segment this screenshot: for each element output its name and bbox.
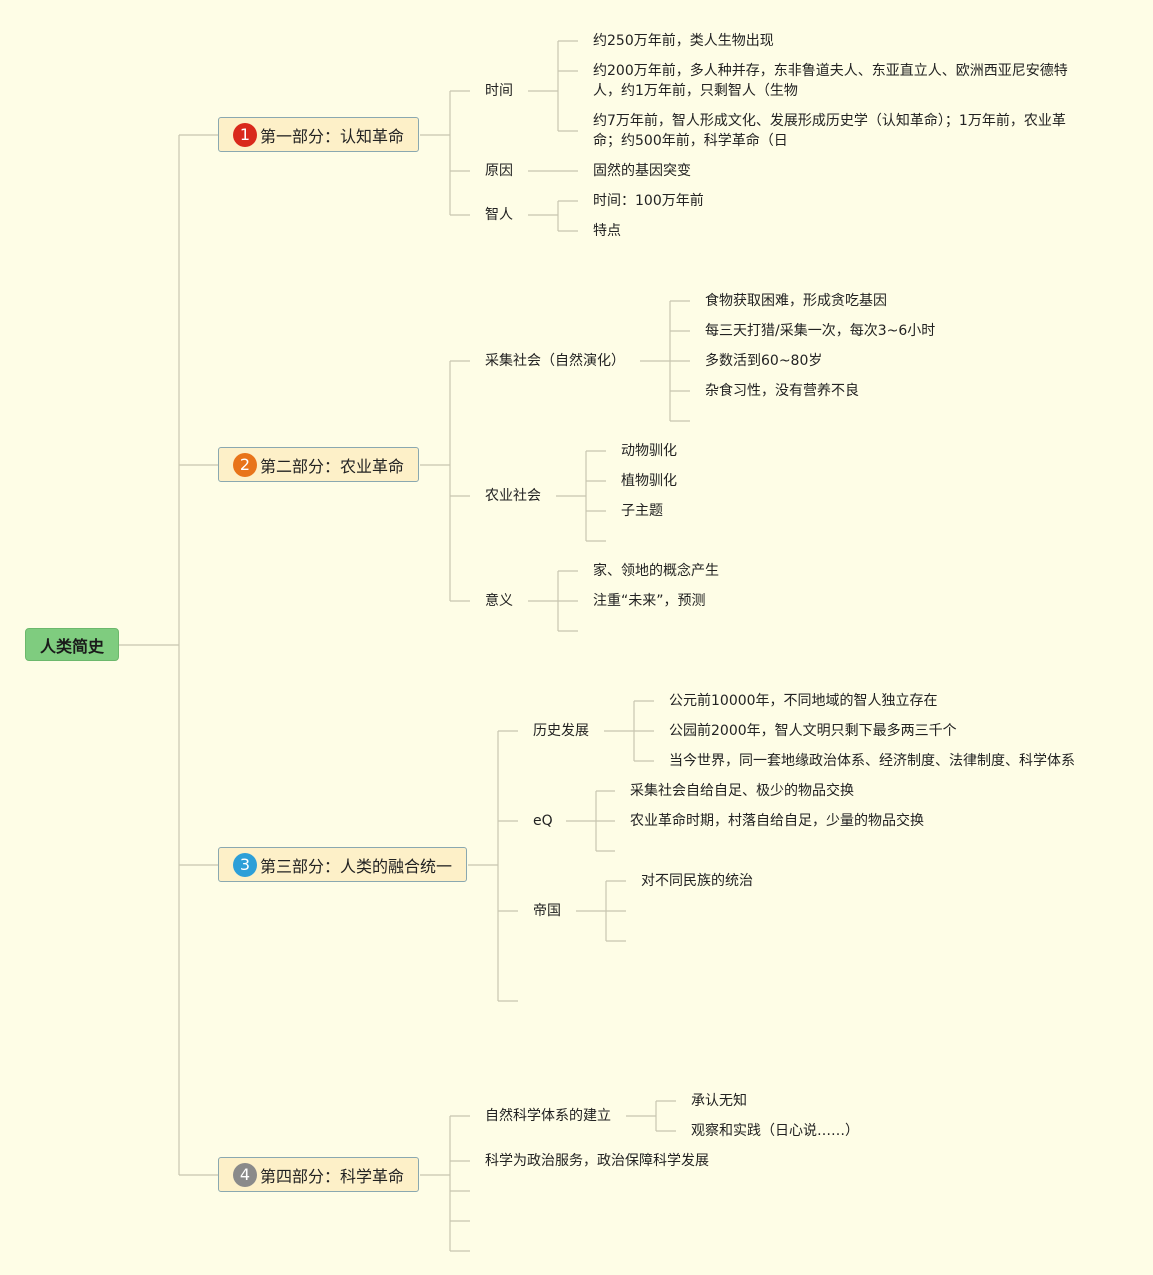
leaf-label[interactable]: 公元前10000年，不同地域的智人独立存在 [669, 693, 938, 709]
leaf-label[interactable]: 对不同民族的统治 [641, 873, 753, 889]
leaf-label[interactable]: 公园前2000年，智人文明只剩下最多两三千个 [669, 723, 957, 739]
section-label: 第四部分：科学革命 [260, 1166, 405, 1186]
leaf-label[interactable]: 杂食习性，没有营养不良 [705, 383, 859, 399]
section-node-2[interactable]: 2 第二部分：农业革命 [218, 447, 420, 482]
leaf-label[interactable]: 特点 [593, 223, 621, 239]
number-badge-icon: 2 [233, 452, 257, 477]
number-badge-icon: 3 [233, 852, 257, 877]
leaf-label[interactable]: 注重“未来”，预测 [593, 593, 706, 609]
branch-label-eq[interactable]: eQ [533, 813, 553, 829]
branch-label-science-system[interactable]: 自然科学体系的建立 [485, 1108, 611, 1124]
section-node-3[interactable]: 3 第三部分：人类的融合统一 [218, 847, 468, 882]
leaf-label[interactable]: 约200万年前，多人种并存，东非鲁道夫人、东亚直立人、欧洲西亚尼安德特人，约1万… [593, 63, 1068, 99]
branch-label-history[interactable]: 历史发展 [533, 723, 589, 739]
leaf-label[interactable]: 农业革命时期，村落自给自足，少量的物品交换 [630, 813, 924, 829]
branch-label-agri[interactable]: 农业社会 [485, 488, 541, 504]
branch-label-sapiens[interactable]: 智人 [485, 207, 513, 223]
root-node[interactable]: 人类简史 [25, 628, 119, 661]
branch-label-cause[interactable]: 原因 [485, 163, 513, 179]
section-label: 第二部分：农业革命 [260, 456, 405, 476]
section-label: 第一部分：认知革命 [260, 126, 405, 146]
leaf-label[interactable]: 约250万年前，类人生物出现 [593, 33, 774, 49]
number-badge-icon: 1 [233, 122, 257, 147]
leaf-label[interactable]: 观察和实践（日心说……） [691, 1123, 859, 1139]
leaf-label[interactable]: 家、领地的概念产生 [593, 563, 719, 579]
leaf-label[interactable]: 植物驯化 [621, 473, 677, 489]
leaf-label[interactable]: 当今世界，同一套地缘政治体系、经济制度、法律制度、科学体系 [669, 753, 1075, 769]
branch-label-science-politics[interactable]: 科学为政治服务，政治保障科学发展 [485, 1153, 709, 1169]
root-label: 人类简史 [39, 636, 104, 656]
leaf-label[interactable]: 每三天打猎/采集一次，每次3~6小时 [705, 323, 936, 339]
leaf-label[interactable]: 时间：100万年前 [593, 193, 704, 209]
section-node-4[interactable]: 4 第四部分：科学革命 [218, 1157, 420, 1192]
leaf-label[interactable]: 承认无知 [691, 1093, 747, 1109]
leaf-label[interactable]: 采集社会自给自足、极少的物品交换 [630, 783, 854, 799]
number-badge-icon: 4 [233, 1162, 257, 1187]
leaf-label[interactable]: 多数活到60~80岁 [705, 353, 823, 369]
branch-label-empire[interactable]: 帝国 [533, 903, 561, 919]
leaf-label[interactable]: 动物驯化 [621, 443, 677, 459]
leaf-label[interactable]: 固然的基因突变 [593, 163, 691, 179]
leaf-label[interactable]: 食物获取困难，形成贪吃基因 [705, 293, 887, 309]
leaf-label[interactable]: 子主题 [621, 503, 663, 519]
branch-label-forager[interactable]: 采集社会（自然演化） [485, 353, 625, 369]
section-label: 第三部分：人类的融合统一 [260, 856, 453, 876]
section-node-1[interactable]: 1 第一部分：认知革命 [218, 117, 420, 152]
branch-label-time[interactable]: 时间 [485, 83, 513, 99]
branch-label-meaning[interactable]: 意义 [485, 593, 513, 609]
leaf-label[interactable]: 约7万年前，智人形成文化、发展形成历史学（认知革命）；1万年前，农业革命；约50… [593, 113, 1066, 149]
